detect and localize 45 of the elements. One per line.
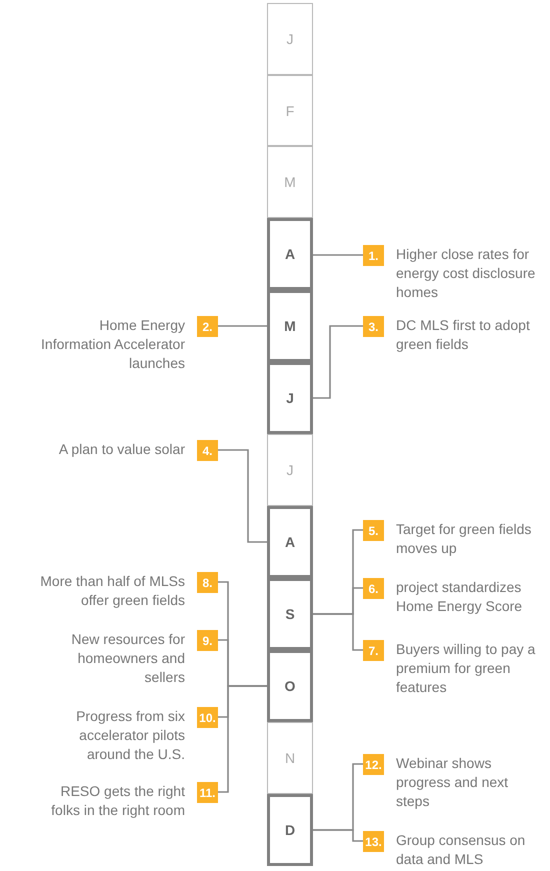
event-text: Buyers willing to pay a premium for green features [396, 640, 536, 697]
month-box: F [267, 75, 313, 146]
event-text: Progress from six accelerator pilots around the U.S. [75, 707, 185, 764]
callout-number: 3. [363, 316, 384, 337]
event-text: A plan to value solar [58, 440, 185, 459]
callout-number: 9. [197, 630, 218, 651]
month-box: M [267, 290, 313, 362]
event-text: RESO gets the right folks in the right room [50, 782, 185, 820]
leader-line [313, 613, 363, 651]
event-text: project standardizes Home Energy Score [396, 578, 524, 616]
callout-number: 6. [363, 578, 384, 599]
leader-line [218, 685, 267, 793]
month-box: A [267, 506, 313, 578]
event-text: DC MLS first to adopt green fields [396, 316, 531, 354]
event-text: Higher close rates for energy cost disclosure homes [396, 245, 536, 302]
month-box: A [267, 218, 313, 290]
month-box: J [267, 434, 313, 506]
callout-number: 1. [363, 245, 384, 266]
event-text: Group consensus on data and MLS [396, 831, 526, 869]
leader-line [313, 829, 363, 842]
month-box: S [267, 578, 313, 650]
event-text: Home Energy Information Accelerator launches [40, 316, 185, 373]
event-text: Webinar shows progress and next steps [396, 754, 510, 811]
callout-number: 12. [363, 754, 384, 775]
leader-line [218, 325, 267, 327]
month-box: O [267, 650, 313, 722]
month-box: J [267, 362, 313, 434]
event-text: More than half of MLSs offer green fields [39, 572, 185, 610]
leader-line [313, 325, 363, 399]
callout-number: 13. [363, 831, 384, 852]
callout-number: 7. [363, 640, 384, 661]
month-box: M [267, 146, 313, 218]
callout-number: 8. [197, 572, 218, 593]
callout-number: 2. [197, 316, 218, 337]
callout-number: 5. [363, 520, 384, 541]
event-text: New resources for homeowners and sellers [70, 630, 185, 687]
event-text: Target for green fields moves up [396, 520, 532, 558]
leader-line [313, 254, 363, 256]
callout-number: 11. [197, 782, 218, 803]
callout-number: 4. [197, 440, 218, 461]
month-box: N [267, 722, 313, 794]
callout-number: 10. [197, 707, 218, 728]
month-box: J [267, 3, 313, 75]
leader-line [218, 449, 267, 543]
month-box: D [267, 794, 313, 866]
